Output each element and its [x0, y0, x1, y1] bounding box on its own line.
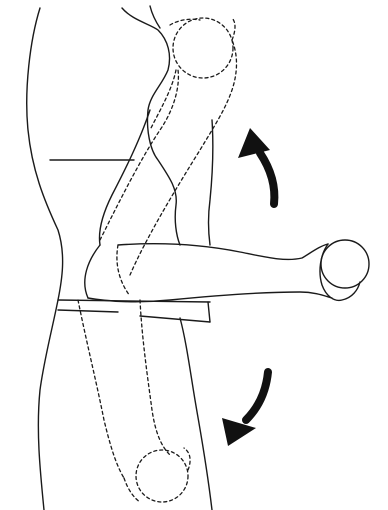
lowered-arm-front: [140, 300, 170, 455]
torso-back-outline: [27, 8, 63, 510]
curved-arrow-down-icon: [222, 372, 268, 446]
elbow-outline: [85, 245, 100, 298]
dumbbell-raised: [173, 18, 233, 78]
torso-front-outline: [122, 8, 180, 245]
dumbbell-current: [321, 240, 369, 288]
torso-front-lower: [180, 318, 212, 510]
hand-outline: [320, 244, 360, 300]
neck-outline: [150, 6, 160, 28]
raised-forearm-front: [130, 40, 237, 275]
upper-arm-back: [100, 110, 151, 245]
forearm-top: [118, 244, 328, 260]
waist-belt-side: [208, 302, 210, 322]
dumbbell-lowered: [136, 450, 188, 502]
waist-belt-bottom: [58, 310, 118, 312]
upper-arm-front: [209, 120, 213, 245]
elbow-dashed: [117, 245, 130, 296]
curved-arrow-up-icon: [238, 128, 274, 204]
waist-belt-bottom-right: [140, 316, 210, 322]
raised-forearm-back: [100, 70, 178, 240]
lowered-arm-back: [78, 300, 124, 478]
